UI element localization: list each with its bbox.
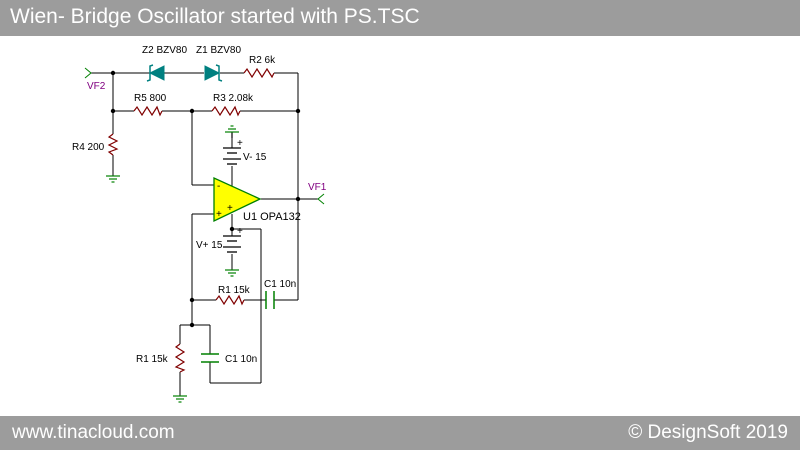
ground-icon-vminus xyxy=(225,125,239,138)
opamp-vplus-pin-sign: + xyxy=(227,203,233,214)
copyright-text: © DesignSoft 2019 xyxy=(628,422,788,443)
r2-resistor-icon xyxy=(243,67,275,79)
footer-bar: www.tinacloud.com © DesignSoft 2019 xyxy=(0,416,800,450)
junction-dot xyxy=(189,297,195,303)
page-title: Wien- Bridge Oscillator started with PS.… xyxy=(10,5,420,28)
junction-dot xyxy=(189,108,195,114)
title-bar: Wien- Bridge Oscillator started with PS.… xyxy=(0,0,800,36)
r3-resistor-icon xyxy=(211,105,241,117)
junction-dot xyxy=(295,108,301,114)
vminus-label: V- 15 xyxy=(243,152,267,163)
c1-series-capacitor-icon xyxy=(265,291,275,309)
r3-label: R3 2.08k xyxy=(213,93,254,104)
c1-shunt-capacitor-icon xyxy=(201,353,219,363)
resistors xyxy=(107,67,275,373)
r5-resistor-icon xyxy=(133,105,163,117)
vplus-plus-sign: + xyxy=(237,226,243,237)
u1-label: U1 OPA132 xyxy=(243,211,301,223)
z1-label: Z1 BZV80 xyxy=(196,45,241,56)
vf1-label: VF1 xyxy=(308,182,327,193)
junction-dot xyxy=(295,196,301,202)
opamp-inverting-sign: - xyxy=(217,181,220,192)
ground-icon-vplus xyxy=(225,269,239,277)
opamp-noninverting-sign: + xyxy=(216,209,222,220)
ground-icon-r4 xyxy=(106,175,120,183)
r2-label: R2 6k xyxy=(249,55,276,66)
junction-dot xyxy=(110,108,116,114)
r1-series-resistor-icon xyxy=(215,294,245,306)
junction-dot xyxy=(110,70,116,76)
opamp-icon xyxy=(213,176,262,223)
ground-icons xyxy=(106,125,239,403)
r1-shunt-label: R1 15k xyxy=(136,354,169,365)
vplus-label: V+ 15 xyxy=(196,240,223,251)
r5-label: R5 800 xyxy=(134,93,167,104)
vf1-terminal xyxy=(317,193,325,205)
junction-dot xyxy=(189,322,195,328)
footer-link[interactable]: www.tinacloud.com xyxy=(12,422,175,443)
vminus-battery-icon xyxy=(223,147,241,165)
ground-icon-r1-shunt xyxy=(173,395,187,403)
wires xyxy=(91,72,318,396)
vf2-label: VF2 xyxy=(87,81,106,92)
r1-shunt-resistor-icon xyxy=(174,343,186,373)
capacitors xyxy=(201,291,275,363)
c1-series-label: C1 10n xyxy=(264,279,296,290)
z2-zener-icon xyxy=(146,64,165,82)
z1-zener-icon xyxy=(204,64,223,82)
junctions xyxy=(110,70,301,328)
vf2-terminal xyxy=(84,67,92,79)
r4-label: R4 200 xyxy=(72,142,105,153)
vminus-plus-sign: + xyxy=(237,138,243,149)
junction-dot xyxy=(229,226,235,232)
r4-resistor-icon xyxy=(107,133,119,156)
z2-label: Z2 BZV80 xyxy=(142,45,187,56)
c1-shunt-label: C1 10n xyxy=(225,354,257,365)
vplus-battery-icon xyxy=(223,235,241,253)
r1-series-label: R1 15k xyxy=(218,285,251,296)
